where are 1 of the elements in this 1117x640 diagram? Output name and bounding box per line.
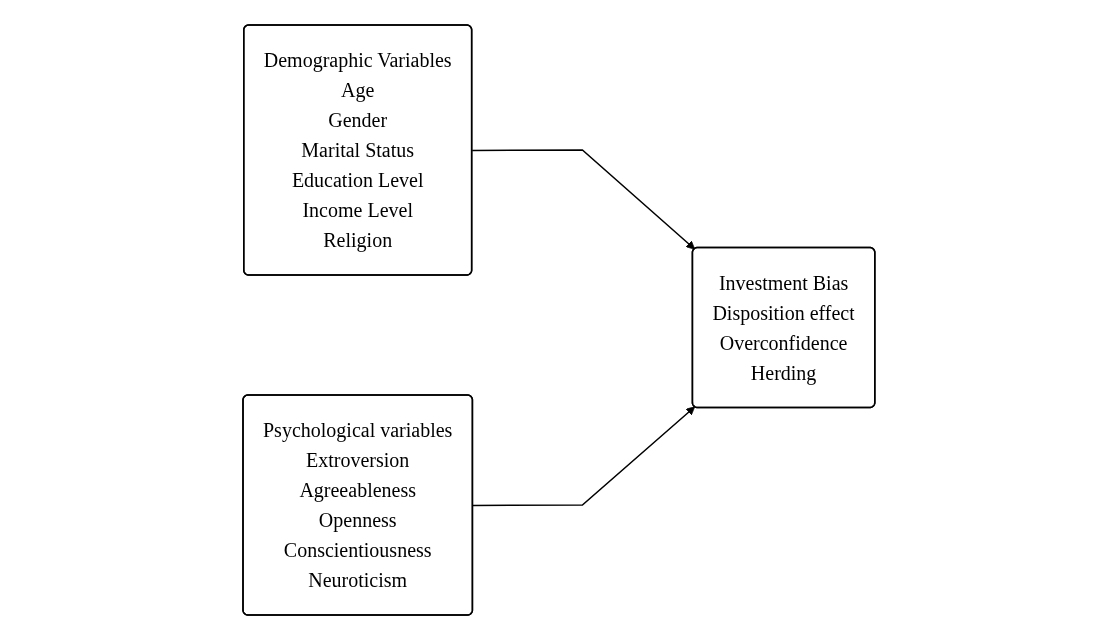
arrow	[471, 149, 695, 250]
